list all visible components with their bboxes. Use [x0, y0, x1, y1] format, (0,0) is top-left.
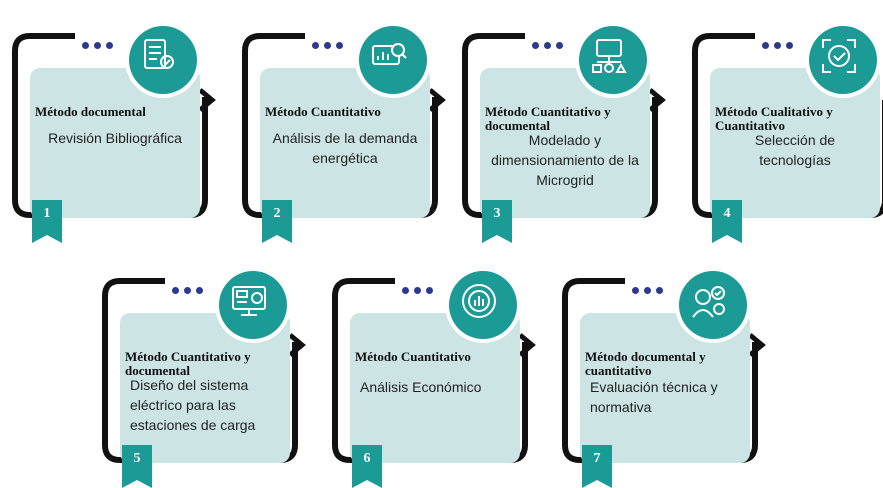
- method-label: Método documental y cuantitativo: [585, 349, 706, 378]
- step-description: Evaluación técnica y normativa: [590, 379, 718, 415]
- step-frame: [462, 33, 666, 218]
- step-description: Modelado y dimensionamiento de la Microg…: [491, 132, 639, 188]
- method-label: Método Cualitativo y Cuantitativo: [715, 104, 833, 133]
- method-label: Método Cuantitativo y documental: [125, 349, 251, 378]
- dots-decoration: [532, 42, 563, 49]
- step-frame: [562, 278, 766, 463]
- step-number-badge: 4: [712, 200, 742, 243]
- step-description: Selección de tecnologías: [754, 132, 836, 168]
- method-label: Método Cuantitativo: [265, 104, 381, 119]
- step-description: Análisis de la demanda energética: [272, 130, 418, 166]
- bar-chart-circle-icon: [445, 267, 521, 343]
- dots-decoration: [172, 287, 203, 294]
- chart-analysis-icon: [355, 22, 431, 98]
- step-description: Revisión Bibliográfica: [48, 130, 182, 146]
- process-step-3: Método Cuantitativo y documental Modelad…: [460, 10, 675, 243]
- method-label: Método Cuantitativo: [355, 349, 471, 364]
- step-number-badge: 7: [582, 445, 612, 488]
- dots-decoration: [632, 287, 663, 294]
- method-label: Método documental: [35, 104, 146, 119]
- checklist-search-icon: [125, 22, 201, 98]
- step-frame: [692, 33, 883, 218]
- step-number-badge: 1: [32, 200, 62, 243]
- dots-decoration: [402, 287, 433, 294]
- process-step-5: Método Cuantitativo y documental Diseño …: [100, 255, 315, 488]
- process-step-2: Método Cuantitativo Análisis de la deman…: [240, 10, 455, 243]
- step-number-badge: 6: [352, 445, 382, 488]
- dots-decoration: [312, 42, 343, 49]
- step-description: Diseño del sistema eléctrico para las es…: [130, 377, 256, 433]
- step-frame: [12, 33, 216, 218]
- process-step-7: Método documental y cuantitativo Evaluac…: [560, 255, 775, 488]
- step-description: Análisis Económico: [360, 379, 482, 395]
- step-number-badge: 5: [122, 445, 152, 488]
- people-check-icon: [675, 267, 751, 343]
- process-step-4: Método Cualitativo y Cuantitativo Selecc…: [690, 10, 883, 243]
- process-step-6: Método Cuantitativo Análisis Económico 6: [330, 255, 545, 488]
- step-frame: [102, 278, 306, 463]
- step-number-badge: 3: [482, 200, 512, 243]
- dots-decoration: [762, 42, 793, 49]
- method-label: Método Cuantitativo y documental: [485, 104, 611, 133]
- process-step-1: Método documental Revisión Bibliográfica…: [10, 10, 225, 243]
- folder-network-icon: [575, 22, 651, 98]
- dots-decoration: [82, 42, 113, 49]
- target-check-icon: [805, 22, 881, 98]
- step-number-badge: 2: [262, 200, 292, 243]
- step-frame: [332, 278, 536, 463]
- monitor-check-icon: [215, 267, 291, 343]
- step-frame: [242, 33, 446, 218]
